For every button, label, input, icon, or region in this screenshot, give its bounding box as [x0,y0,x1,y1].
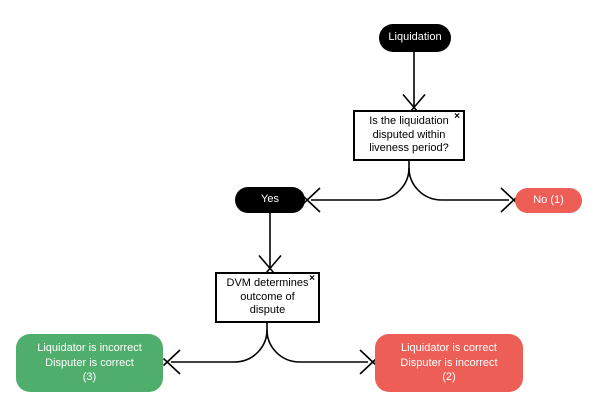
node-outcome-disputer-incorrect-line: (2) [442,371,456,384]
node-decision-dvm-line: outcome of [240,290,295,303]
node-decision-liveness-line: disputed within [372,128,446,141]
node-decision-liveness-line: Is the liquidation [369,115,449,128]
node-outcome-disputer-incorrect-line: Liquidator is correct [401,341,497,354]
connector-liveness-to-yes [311,161,410,201]
node-outcome-disputer-correct: Liquidator is incorrect Disputer is corr… [16,334,163,392]
connector-dvm-to-green [171,323,268,363]
node-outcome-disputer-correct-line: Liquidator is incorrect [37,341,142,354]
node-decision-dvm: × DVM determines outcome of dispute [215,272,320,323]
arrowhead-right-no [500,187,519,213]
node-liquidation: Liquidation [379,24,451,52]
connector-liveness-to-no [408,167,509,201]
node-yes: Yes [235,187,305,213]
node-decision-dvm-line: dispute [249,304,286,317]
arrowhead-down-liveness [402,93,426,113]
arrowhead-right-red [359,349,378,375]
connector-dvm-to-red [266,329,368,363]
node-yes-label: Yes [261,193,279,206]
close-icon: × [309,273,315,284]
node-liquidation-label: Liquidation [388,31,442,44]
arrowhead-left-green [162,349,181,375]
node-decision-dvm-line: DVM determines [226,277,309,290]
node-no: No (1) [515,188,582,213]
node-outcome-disputer-incorrect: Liquidator is correct Disputer is incorr… [375,334,523,392]
node-decision-liveness: × Is the liquidation disputed within liv… [353,110,465,161]
close-icon: × [454,111,460,122]
node-outcome-disputer-incorrect-line: Disputer is incorrect [400,356,498,369]
node-outcome-disputer-correct-line: Disputer is correct [45,356,134,369]
arrowhead-down-dvm [258,254,282,274]
node-no-label: No (1) [533,193,564,206]
node-decision-liveness-line: liveness period? [369,142,449,155]
arrowhead-left-yes [302,187,321,213]
node-outcome-disputer-correct-line: (3) [82,371,97,384]
